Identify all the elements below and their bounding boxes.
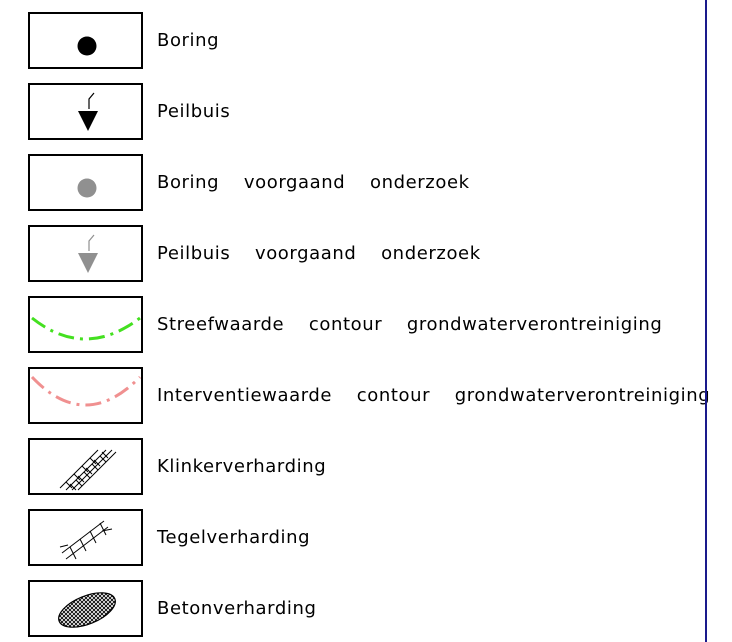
legend-row-streefwaarde: Streefwaarde contour grondwaterverontrei…	[0, 296, 705, 356]
piezometer-arrow-icon	[78, 92, 98, 131]
legend-row-peilbuis-voorgaand: Peilbuis voorgaand onderzoek	[0, 225, 705, 285]
legend-label: Peilbuis	[157, 101, 231, 122]
legend-row-betonverharding: Betonverharding	[0, 580, 705, 640]
legend-symbol-box	[28, 225, 143, 282]
legend-label: Boring	[157, 30, 220, 51]
legend-label: Streefwaarde contour grondwaterverontrei…	[157, 314, 663, 335]
solid-dot-icon	[77, 36, 97, 56]
legend-label: Betonverharding	[157, 598, 317, 619]
frame-border-line	[705, 0, 707, 642]
legend-symbol-box	[28, 509, 143, 566]
legend-symbol-box	[28, 296, 143, 353]
red-dashdot-contour-icon	[30, 375, 141, 407]
legend-row-peilbuis: Peilbuis	[0, 83, 705, 143]
legend-row-boring-voorgaand: Boring voorgaand onderzoek	[0, 154, 705, 214]
legend-label: Klinkerverharding	[157, 456, 327, 477]
legend-label: Peilbuis voorgaand onderzoek	[157, 243, 481, 264]
green-dashdot-contour-icon	[31, 316, 141, 341]
legend-symbol-box	[28, 154, 143, 211]
legend-label: Boring voorgaand onderzoek	[157, 172, 470, 193]
gray-piezometer-arrow-icon	[78, 234, 98, 273]
legend-row-tegelverharding: Tegelverharding	[0, 509, 705, 569]
tile-paving-hatch-icon	[59, 520, 113, 560]
legend-row-interventiewaarde: Interventiewaarde contour grondwatervero…	[0, 367, 710, 427]
legend-symbol-box	[28, 83, 143, 140]
legend-symbol-box	[28, 12, 143, 69]
concrete-paving-crosshatch-icon	[53, 585, 121, 635]
legend-symbol-box	[28, 438, 143, 495]
legend-row-boring: Boring	[0, 12, 705, 72]
gray-dot-icon	[77, 178, 97, 198]
legend-label: Tegelverharding	[157, 527, 311, 548]
legend-row-klinkerverharding: Klinkerverharding	[0, 438, 705, 498]
legend-symbol-box	[28, 367, 143, 424]
legend-symbol-box	[28, 580, 143, 637]
legend-label: Interventiewaarde contour grondwatervero…	[157, 385, 711, 406]
brick-paving-hatch-icon	[59, 449, 117, 491]
